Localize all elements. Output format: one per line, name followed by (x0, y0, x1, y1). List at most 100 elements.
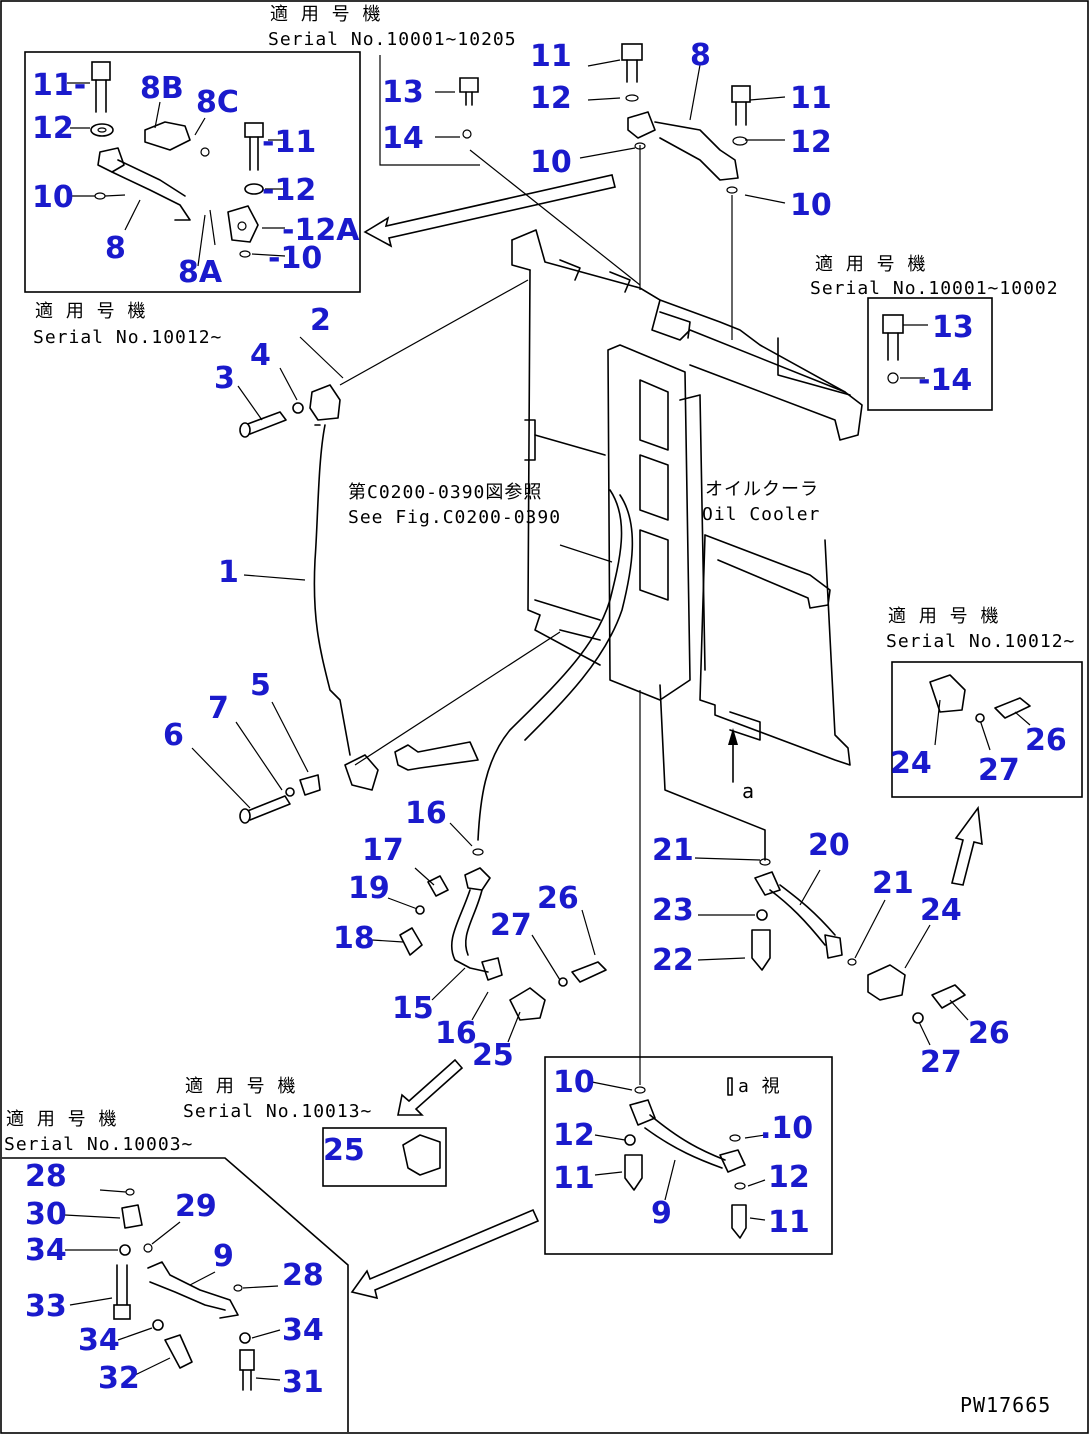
part-label-l-2: 2 (310, 303, 331, 338)
part-label-c-20: 20 (808, 828, 850, 863)
arrow-to-bottom-left-inset (350, 1208, 540, 1300)
inset-mid-right-parts (929, 674, 1031, 723)
inset-box-bottom-left (2, 1157, 349, 1432)
arrow-to-mid-right-inset (951, 805, 983, 886)
part-label-t-10b: 10 (790, 188, 832, 223)
part-label-a-12: 12 (553, 1118, 595, 1153)
part-label-c-26: 26 (968, 1016, 1010, 1051)
part-label-t-11: 11 (530, 39, 572, 74)
part-label-t-13: 13 (382, 75, 424, 110)
part-label-c-22: 22 (652, 943, 694, 978)
part-label-l-3: 3 (214, 361, 235, 396)
part-label-m-26: 26 (537, 881, 579, 916)
part-label-bl-28b: 28 (282, 1258, 324, 1293)
part-label-bl-33: 33 (25, 1289, 67, 1324)
part-label-b1-8A: 8A (178, 255, 223, 290)
inset-bracket-top (379, 55, 480, 166)
serial-note-bottom-left-en: Serial No.10003~ (4, 1134, 193, 1155)
part-label-s-25: 25 (323, 1133, 365, 1168)
part-label-b1-11b: -11 (262, 125, 316, 160)
part-label-b1-10b: -10 (268, 241, 322, 276)
upper-hose-1 (313, 424, 351, 756)
part-label-m-16b: 16 (435, 1016, 477, 1051)
part-label-b1-11: 11- (32, 68, 86, 103)
arrow-to-small-25-inset (397, 1058, 464, 1116)
part-label-c-27: 27 (920, 1045, 962, 1080)
part-label-m-19: 19 (348, 871, 390, 906)
part-label-a-10: 10 (553, 1065, 595, 1100)
serial-note-top-en: Serial No.10001~10205 (268, 29, 517, 50)
part-label-c-21b: 21 (872, 866, 914, 901)
part-label-bl-34c: 34 (282, 1313, 324, 1348)
inset-view-a-parts (591, 1077, 766, 1239)
part-label-bl-34b: 34 (78, 1323, 120, 1358)
part-label-t-11b: 11 (790, 81, 832, 116)
part-label-b1-10: 10 (32, 180, 74, 215)
part-label-rb-26: 26 (1025, 723, 1067, 758)
middle-hose-parts (399, 848, 607, 1021)
part-label-t-14: 14 (382, 121, 424, 156)
part-label-m-27: 27 (490, 908, 532, 943)
serial-note-right-jp: 適 用 号 機 (815, 254, 927, 275)
inset-box-view-a (544, 1056, 833, 1255)
serial-note-left-jp: 適 用 号 機 (35, 301, 147, 322)
serial-note-bottom-left-jp: 適 用 号 機 (6, 1109, 118, 1130)
part-label-c-21: 21 (652, 833, 694, 868)
leader-lines (191, 59, 1031, 1046)
part-label-a-10b: .10 (760, 1111, 813, 1146)
part-label-rb-27: 27 (978, 753, 1020, 788)
inset-top-left-parts (67, 61, 286, 267)
part-label-b1-12A: -12A (282, 213, 360, 248)
serial-note-top-jp: 適 用 号 機 (270, 4, 382, 25)
part-label-a-9: 9 (651, 1196, 672, 1231)
serial-note-mid-right-en: Serial No.10012~ (886, 631, 1075, 652)
inset-box-mid-right (891, 661, 1083, 798)
lower-hose-15 (477, 489, 634, 841)
part-label-r-13: 13 (932, 310, 974, 345)
part-label-l-1: 1 (218, 555, 239, 590)
part-label-b1-8: 8 (105, 231, 126, 266)
part-label-rb-24: 24 (890, 746, 932, 781)
part-label-bl-31: 31 (282, 1365, 324, 1400)
see-fig-jp: 第C0200-0390図参照 (348, 482, 542, 503)
left-clamp-parts (239, 384, 479, 824)
part-label-bl-29: 29 (175, 1189, 217, 1224)
part-label-l-7: 7 (208, 691, 229, 726)
inset-25-parts (402, 1134, 441, 1176)
part-label-t-12b: 12 (790, 125, 832, 160)
view-a-label: a (742, 779, 755, 803)
drawing-code: PW17665 (960, 1393, 1051, 1417)
part-label-c-24: 24 (920, 893, 962, 928)
part-label-t-8: 8 (690, 38, 711, 73)
inset-box-top-left (24, 51, 361, 293)
part-label-bl-30: 30 (25, 1197, 67, 1232)
view-a-box-label: a 視 (738, 1076, 781, 1097)
part-label-m-17: 17 (362, 833, 404, 868)
part-label-m-18: 18 (333, 921, 375, 956)
part-label-b1-12b: -12 (262, 173, 316, 208)
oil-cooler-jp: オイルクーラ (705, 479, 819, 500)
part-label-a-11: 11 (553, 1161, 595, 1196)
part-label-b1-8B: 8B (140, 71, 184, 106)
arrow-to-top-left-inset (363, 174, 616, 248)
part-label-b1-12: 12 (32, 111, 74, 146)
part-label-l-6: 6 (163, 718, 184, 753)
oil-cooler-en: Oil Cooler (702, 504, 820, 525)
inset-bottom-left-parts (64, 1188, 281, 1391)
part-label-l-4: 4 (250, 338, 271, 373)
see-fig-en: See Fig.C0200-0390 (348, 507, 561, 528)
part-label-a-12b: 12 (768, 1160, 810, 1195)
drain-line (659, 684, 766, 861)
part-label-m-16: 16 (405, 796, 447, 831)
part-label-t-12: 12 (530, 81, 572, 116)
part-label-m-25: 25 (472, 1038, 514, 1073)
inset-box-right (867, 297, 993, 411)
part-label-l-5: 5 (250, 668, 271, 703)
serial-note-bottom-mid-en: Serial No.10013~ (183, 1101, 372, 1122)
inset-right-parts (882, 314, 904, 384)
view-a-arrow (728, 728, 738, 783)
serial-note-right-en: Serial No.10001~10002 (810, 278, 1059, 299)
